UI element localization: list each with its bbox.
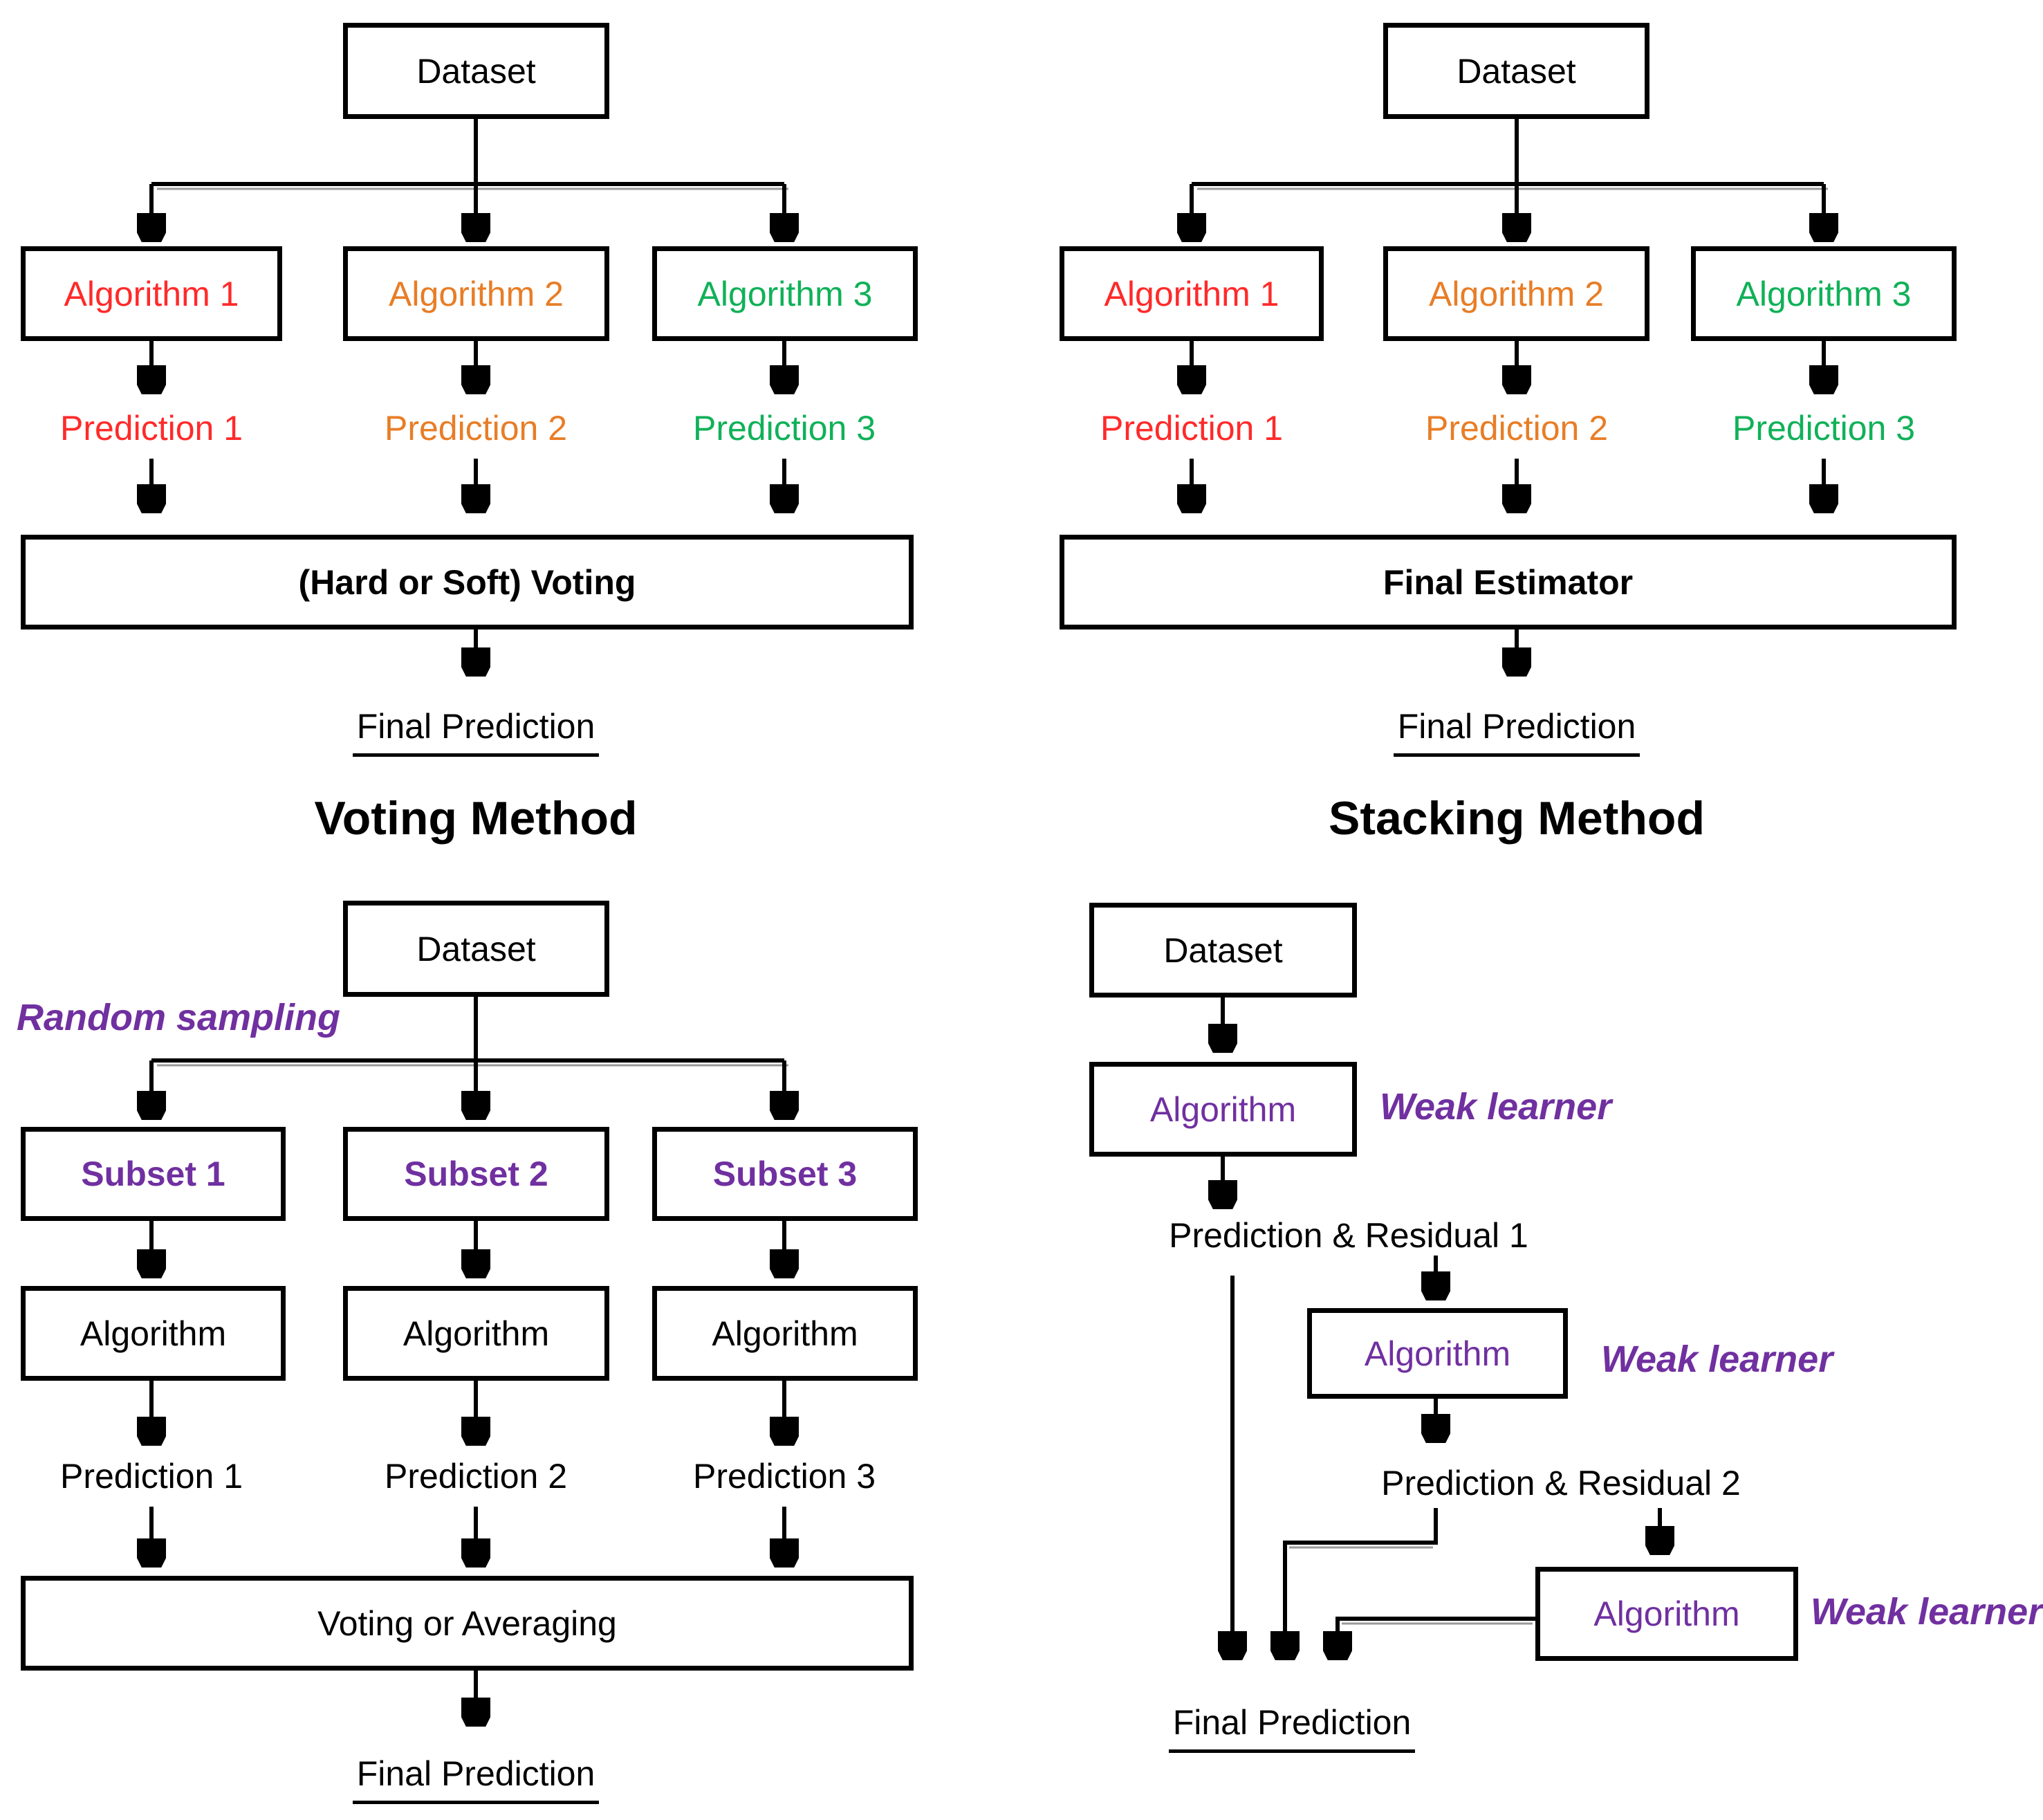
- bagging-algorithm-3-box: Algorithm: [652, 1286, 918, 1381]
- bagging-connectors: [151, 997, 788, 1724]
- bagging-final-prediction-label: Final Prediction: [317, 1754, 635, 1804]
- weak-learner-label-1: Weak learner: [1380, 1086, 1612, 1128]
- boosting-dataset-label: Dataset: [1163, 930, 1283, 970]
- stacking-algorithm-1-box: Algorithm 1: [1060, 246, 1324, 341]
- voting-prediction-3-label: Prediction 3: [692, 409, 876, 448]
- stacking-prediction-2-label: Prediction 2: [1425, 409, 1609, 448]
- boosting-output-1-label: Prediction & Residual 1: [1169, 1216, 1528, 1255]
- stacking-algorithm-1-label: Algorithm 1: [1104, 274, 1279, 313]
- bagging-subset-1-label: Subset 1: [81, 1155, 225, 1193]
- boosting-algorithm-3-label: Algorithm: [1593, 1594, 1740, 1633]
- bagging-subset-3-label: Subset 3: [712, 1155, 858, 1193]
- boosting-dataset-box: Dataset: [1089, 903, 1357, 998]
- voting-dataset-label: Dataset: [416, 51, 536, 91]
- bagging-combiner-box: Voting or Averaging: [21, 1576, 914, 1671]
- bagging-prediction-2-label: Prediction 2: [384, 1457, 568, 1496]
- stacking-method-title: Stacking Method: [1328, 791, 1705, 845]
- voting-algorithm-3-box: Algorithm 3: [652, 246, 918, 341]
- voting-prediction-1-label: Prediction 1: [59, 409, 243, 448]
- weak-learner-label-3: Weak learner: [1811, 1591, 2043, 1633]
- voting-connectors: [151, 119, 788, 674]
- voting-method-title: Voting Method: [314, 791, 638, 845]
- bagging-prediction-1-label: Prediction 1: [59, 1457, 243, 1496]
- boosting-elbow-output-2-to-final: [1285, 1508, 1438, 1657]
- voting-final-prediction-label: Final Prediction: [317, 706, 635, 757]
- stacking-algorithm-2-box: Algorithm 2: [1383, 246, 1649, 341]
- stacking-dataset-label: Dataset: [1457, 51, 1576, 91]
- boosting-connectors: [1223, 998, 1660, 1657]
- stacking-final-prediction-text: Final Prediction: [1393, 706, 1640, 757]
- stacking-combiner-box: Final Estimator: [1060, 535, 1957, 629]
- bagging-algorithm-3-label: Algorithm: [712, 1314, 858, 1353]
- random-sampling-label: Random sampling: [16, 997, 341, 1038]
- voting-prediction-2-label: Prediction 2: [384, 409, 568, 448]
- stacking-dataset-box: Dataset: [1383, 23, 1649, 119]
- stacking-algorithm-3-label: Algorithm 3: [1736, 274, 1912, 313]
- voting-algorithm-1-box: Algorithm 1: [21, 246, 282, 341]
- bagging-dataset-box: Dataset: [343, 901, 609, 997]
- voting-combiner-label: (Hard or Soft) Voting: [298, 562, 636, 602]
- weak-learner-label-2: Weak learner: [1601, 1339, 1833, 1380]
- bagging-subset-3-box: Subset 3: [652, 1127, 918, 1221]
- bagging-algorithm-1-box: Algorithm: [21, 1286, 286, 1381]
- boosting-output-2-label: Prediction & Residual 2: [1381, 1464, 1741, 1502]
- bagging-dataset-label: Dataset: [416, 929, 536, 968]
- stacking-algorithm-3-box: Algorithm 3: [1691, 246, 1957, 341]
- voting-algorithm-2-box: Algorithm 2: [343, 246, 609, 341]
- bagging-final-prediction-text: Final Prediction: [352, 1754, 600, 1804]
- bagging-subset-2-box: Subset 2: [343, 1127, 609, 1221]
- bagging-combiner-label: Voting or Averaging: [317, 1603, 617, 1643]
- bagging-algorithm-2-label: Algorithm: [403, 1314, 550, 1353]
- boosting-algorithm-1-box: Algorithm: [1089, 1062, 1357, 1157]
- bagging-prediction-3-label: Prediction 3: [692, 1457, 876, 1496]
- boosting-algorithm-2-box: Algorithm: [1307, 1308, 1568, 1399]
- boosting-final-prediction-text: Final Prediction: [1168, 1702, 1416, 1753]
- boosting-algorithm-1-label: Algorithm: [1149, 1090, 1297, 1129]
- bagging-algorithm-1-label: Algorithm: [80, 1314, 227, 1353]
- voting-algorithm-2-label: Algorithm 2: [389, 274, 564, 313]
- boosting-elbow-algorithm-3-to-final: [1338, 1617, 1535, 1657]
- voting-algorithm-3-label: Algorithm 3: [697, 274, 873, 313]
- voting-dataset-box: Dataset: [343, 23, 609, 119]
- bagging-algorithm-2-box: Algorithm: [343, 1286, 609, 1381]
- boosting-algorithm-2-label: Algorithm: [1364, 1334, 1511, 1373]
- stacking-final-prediction-label: Final Prediction: [1358, 706, 1676, 757]
- boosting-final-prediction-label: Final Prediction: [1133, 1702, 1451, 1753]
- stacking-algorithm-2-label: Algorithm 2: [1429, 274, 1604, 313]
- stacking-prediction-3-label: Prediction 3: [1732, 409, 1916, 448]
- bagging-subset-2-label: Subset 2: [404, 1155, 548, 1193]
- voting-algorithm-1-label: Algorithm 1: [64, 274, 239, 313]
- voting-final-prediction-text: Final Prediction: [352, 706, 600, 757]
- stacking-combiner-label: Final Estimator: [1383, 562, 1634, 602]
- stacking-connectors: [1192, 119, 1828, 674]
- boosting-algorithm-3-box: Algorithm: [1535, 1567, 1798, 1661]
- voting-combiner-box: (Hard or Soft) Voting: [21, 535, 914, 629]
- stacking-prediction-1-label: Prediction 1: [1100, 409, 1284, 448]
- bagging-subset-1-box: Subset 1: [21, 1127, 286, 1221]
